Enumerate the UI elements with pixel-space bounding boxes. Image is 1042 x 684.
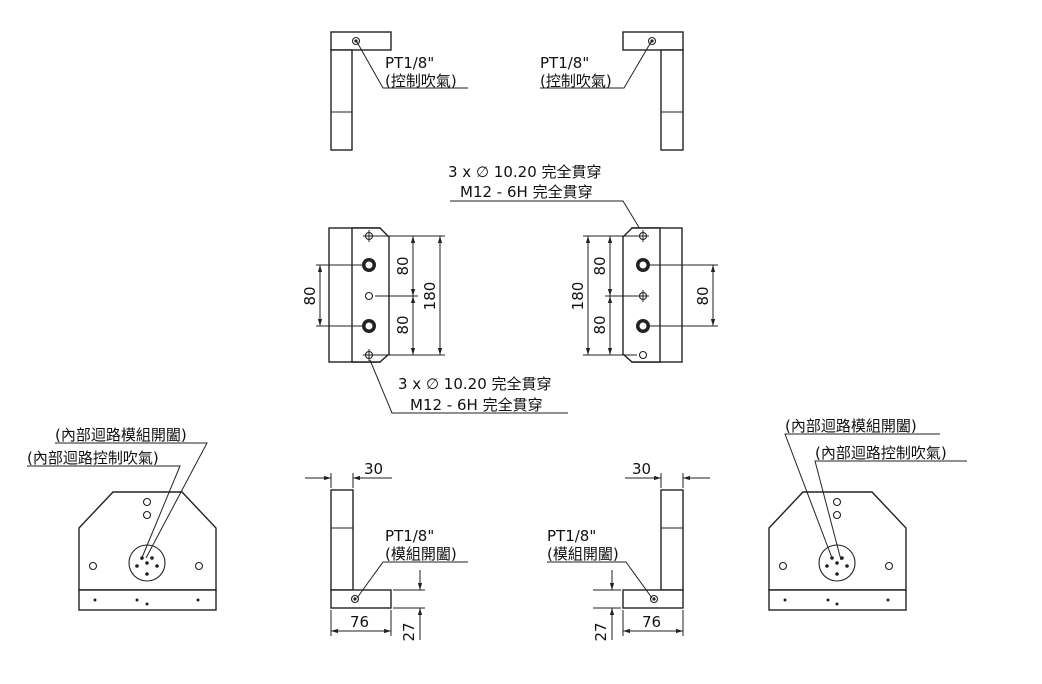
bottom-center-left-view: 30 76 27 PT1/8" (模組開闔) [305,460,468,642]
bottom-center-left-dim-30: 30 [364,460,383,478]
bottom-right-internal-module-label: (內部迴路模組開闔) [785,417,917,435]
middle-right-dim-180: 180 [569,282,587,311]
bottom-right-front-view: (內部迴路模組開闔) (內部迴路控制吹氣) [768,417,967,611]
top-left-stem [330,49,353,151]
bottom-center-right-dim-30: 30 [632,460,651,478]
hole-note-upper-line2: M12 - 6H 完全貫穿 [460,183,593,201]
bottom-center-left-stem [330,489,354,591]
bottom-left-front-view: (內部迴路模組開闔) (內部迴路控制吹氣) [27,426,217,611]
bottom-center-right-dim-27: 27 [592,622,610,641]
bottom-center-left-module-label: (模組開闔) [385,545,457,563]
bottom-center-right-pt-label: PT1/8" [547,527,596,545]
bottom-left-front-base [78,589,217,611]
bottom-center-right-dim-76: 76 [642,613,661,631]
bottom-center-left-pt-label: PT1/8" [385,527,434,545]
bottom-center-left-base [330,589,392,609]
hole-note-lower-line1: 3 x ∅ 10.20 完全貫穿 [398,375,552,393]
top-right-control-label: (控制吹氣) [540,72,612,90]
bottom-center-left-dim-27: 27 [400,622,418,641]
bottom-center-right-view: 30 76 27 PT1/8" (模組開闔) [547,460,710,642]
middle-left-view: 80 80 80 180 [301,227,445,363]
top-left-head-block [330,31,392,51]
hole-note-lower: 3 x ∅ 10.20 完全貫穿 M12 - 6H 完全貫穿 [369,359,568,414]
middle-right-dim-80-outer: 80 [694,286,712,305]
bottom-right-front-base [768,589,907,611]
middle-left-dim-80-outer: 80 [301,286,319,305]
bottom-right-internal-control-label: (內部迴路控制吹氣) [815,444,947,462]
bottom-center-left-dim-76: 76 [350,613,369,631]
bottom-left-internal-control-label: (內部迴路控制吹氣) [27,449,159,467]
middle-right-dim-80-lower: 80 [591,315,609,334]
middle-right-view: 180 80 80 80 [569,227,718,363]
bottom-left-internal-module-label: (內部迴路模組開闔) [55,426,187,444]
top-right-pt-label: PT1/8" [540,54,589,72]
middle-left-dim-80-lower: 80 [394,315,412,334]
hole-note-lower-line2: M12 - 6H 完全貫穿 [410,396,543,414]
middle-left-dim-80-upper: 80 [394,256,412,275]
top-right-stem [660,49,684,151]
middle-left-dim-180: 180 [421,282,439,311]
top-right-view: PT1/8" (控制吹氣) [540,31,684,151]
top-left-pt-label: PT1/8" [385,54,434,72]
bottom-center-right-module-label: (模組開闔) [547,545,619,563]
bottom-center-right-stem [660,489,684,591]
top-left-view: PT1/8" (控制吹氣) [330,31,468,151]
top-left-control-label: (控制吹氣) [385,72,457,90]
middle-right-dim-80-upper: 80 [591,256,609,275]
hole-note-upper: 3 x ∅ 10.20 完全貫穿 M12 - 6H 完全貫穿 [448,163,644,235]
hole-note-upper-line1: 3 x ∅ 10.20 完全貫穿 [448,163,602,181]
